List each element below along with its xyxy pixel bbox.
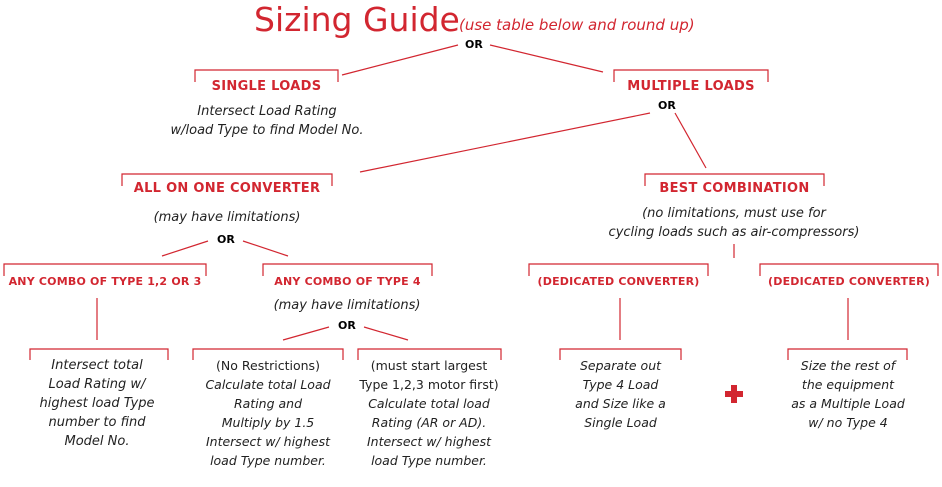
plus-icon-horizontal [725, 391, 743, 397]
plus-icon [725, 385, 743, 403]
bracket-dedicated-right [759, 263, 939, 276]
bracket-multiple-loads [613, 69, 769, 82]
combo-4-right-desc-line: Intersect w/ highest [366, 434, 492, 449]
combo-4-right-desc-line: load Type number. [371, 453, 487, 468]
connector-title-single [341, 44, 459, 76]
best-combination-note-line: cycling loads such as air-compressors) [608, 225, 860, 240]
bracket-single-loads [194, 69, 339, 82]
dedicated-right-heading: (DEDICATED CONVERTER) [768, 275, 930, 288]
dedicated-left-desc: Separate out Type 4 Load and Size like a… [548, 356, 693, 432]
bracket-all-on-one [121, 173, 333, 186]
bracket-combo-4 [262, 263, 433, 276]
combo-4-left-desc-line: Multiply by 1.5 [221, 415, 315, 430]
combo-4-right-desc-line: Calculate total load [368, 396, 490, 411]
connector-multiple-best [674, 112, 707, 169]
dedicated-left-desc-line: and Size like a [575, 396, 666, 411]
dedicated-left-heading: (DEDICATED CONVERTER) [537, 275, 700, 288]
bracket-note-dedicated-left [559, 348, 682, 360]
combo-4-left-first: (No Restrictions) [216, 358, 320, 373]
combo-4-right-desc: (must start largest Type 1,2,3 motor fir… [348, 356, 510, 470]
multiple-loads-heading: MULTIPLE LOADS [627, 79, 755, 94]
best-combination-heading: BEST COMBINATION [659, 181, 810, 196]
combo-4-left-desc-line: Intersect w/ highest [205, 434, 331, 449]
page-title: Sizing Guide [254, 0, 460, 39]
combo-123-desc-line: Intersect total [51, 358, 143, 373]
combo-4-heading: ANY COMBO OF TYPE 4 [274, 275, 421, 288]
all-on-one-heading: ALL ON ONE CONVERTER [133, 181, 321, 196]
single-loads-heading: SINGLE LOADS [211, 79, 322, 94]
or-label-title: OR [465, 38, 483, 51]
or-label-combo-4: OR [338, 319, 356, 332]
bracket-note-combo4-right [357, 348, 502, 360]
combo-4-left-desc-line: Calculate total Load [205, 377, 331, 392]
best-combination-note: (no limitations, must use for cycling lo… [584, 204, 884, 242]
best-combination-note-line: (no limitations, must use for [642, 206, 826, 221]
connector-multiple-allone [359, 112, 651, 173]
dedicated-left-desc-line: Single Load [584, 415, 657, 430]
dedicated-left-desc-line: Type 4 Load [582, 377, 659, 392]
bracket-dedicated-left [528, 263, 709, 276]
combo-123-desc-line: Model No. [64, 434, 130, 449]
connector-allone-combo4 [242, 240, 289, 257]
single-loads-desc: Intersect Load Rating w/load Type to fin… [142, 102, 392, 140]
combo-4-right-first: Type 1,2,3 motor first) [359, 377, 499, 392]
combo-123-desc-line: Load Rating w/ [48, 377, 146, 392]
bracket-note-combo123 [29, 348, 169, 360]
dedicated-right-desc-line: w/ no Type 4 [808, 415, 888, 430]
combo-4-left-desc: (No Restrictions) Calculate total Load R… [180, 356, 356, 470]
dedicated-right-desc-line: as a Multiple Load [791, 396, 905, 411]
bracket-note-combo4-left [192, 348, 344, 360]
connector-title-multiple [489, 44, 604, 73]
bracket-combo-123 [3, 263, 207, 276]
or-label-multiple: OR [658, 99, 676, 112]
bracket-note-dedicated-right [787, 348, 908, 360]
combo-4-note: (may have limitations) [273, 298, 421, 313]
combo-123-heading: ANY COMBO OF TYPE 1,2 OR 3 [8, 275, 202, 288]
page-subtitle: (use table below and round up) [459, 16, 695, 34]
bracket-best-combination [644, 173, 825, 186]
single-loads-desc-line: w/load Type to find Model No. [170, 123, 364, 138]
connector-combo4-right [363, 326, 409, 341]
combo-123-desc-line: highest load Type [39, 396, 155, 411]
or-label-all-on-one: OR [217, 233, 235, 246]
dedicated-right-desc-line: Size the rest of [800, 358, 896, 373]
combo-4-right-first: (must start largest [370, 358, 488, 373]
dedicated-right-desc-line: the equipment [801, 377, 895, 392]
combo-4-left-desc-line: Rating and [233, 396, 303, 411]
connector-allone-combo123 [161, 240, 209, 257]
combo-123-desc: Intersect total Load Rating w/ highest l… [22, 356, 172, 451]
combo-123-desc-line: number to find [48, 415, 146, 430]
dedicated-left-desc-line: Separate out [579, 358, 662, 373]
combo-4-left-desc-line: load Type number. [210, 453, 326, 468]
connector-combo4-left [282, 326, 330, 341]
single-loads-desc-line: Intersect Load Rating [197, 104, 337, 119]
dedicated-right-desc: Size the rest of the equipment as a Mult… [773, 356, 923, 432]
all-on-one-note: (may have limitations) [153, 210, 301, 225]
combo-4-right-desc-line: Rating (AR or AD). [371, 415, 487, 430]
